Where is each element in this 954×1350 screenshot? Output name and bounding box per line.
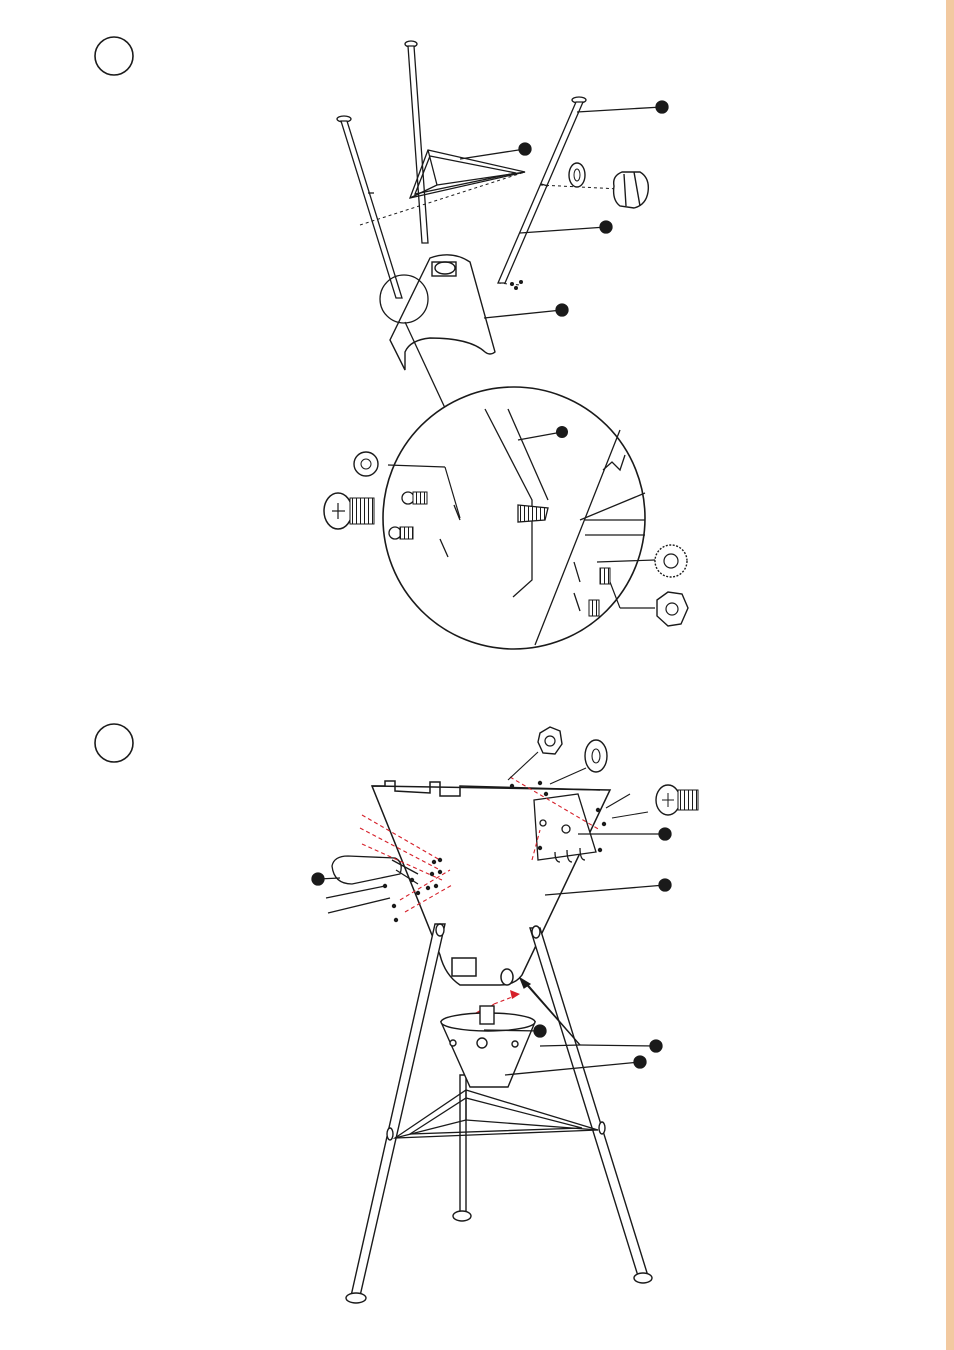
step-1-marker — [95, 37, 133, 75]
step-1-group — [95, 37, 688, 649]
small-bolt-b — [389, 527, 413, 539]
hex-nut-step2 — [508, 727, 562, 780]
callout-dot — [519, 143, 531, 155]
bowl-body — [390, 255, 495, 370]
callout-dot — [534, 1025, 546, 1037]
step-2-group — [95, 724, 698, 1303]
callout-dot — [312, 873, 324, 885]
detail-zoom — [383, 387, 645, 649]
callout-dot — [656, 101, 668, 113]
triangle-brace-step2 — [395, 1090, 598, 1138]
large-bolt — [324, 493, 374, 529]
callout-dot — [556, 426, 568, 438]
step-2-marker — [95, 724, 133, 762]
callout-dot — [659, 828, 671, 840]
callout-dot — [659, 879, 671, 891]
callout-dot — [600, 221, 612, 233]
leg-left — [337, 116, 402, 298]
small-bolt-a — [402, 492, 427, 504]
leg-center — [405, 41, 428, 243]
assembly-guides-step1 — [360, 172, 640, 285]
acorn-nut-part — [614, 172, 649, 208]
leg-right — [498, 97, 586, 283]
callout-dot — [634, 1056, 646, 1068]
ash-bowl — [441, 1006, 535, 1087]
washer-part — [569, 163, 585, 187]
callout-dot — [556, 304, 568, 316]
callout-dot — [650, 1040, 662, 1052]
bolt-step2 — [606, 785, 698, 818]
